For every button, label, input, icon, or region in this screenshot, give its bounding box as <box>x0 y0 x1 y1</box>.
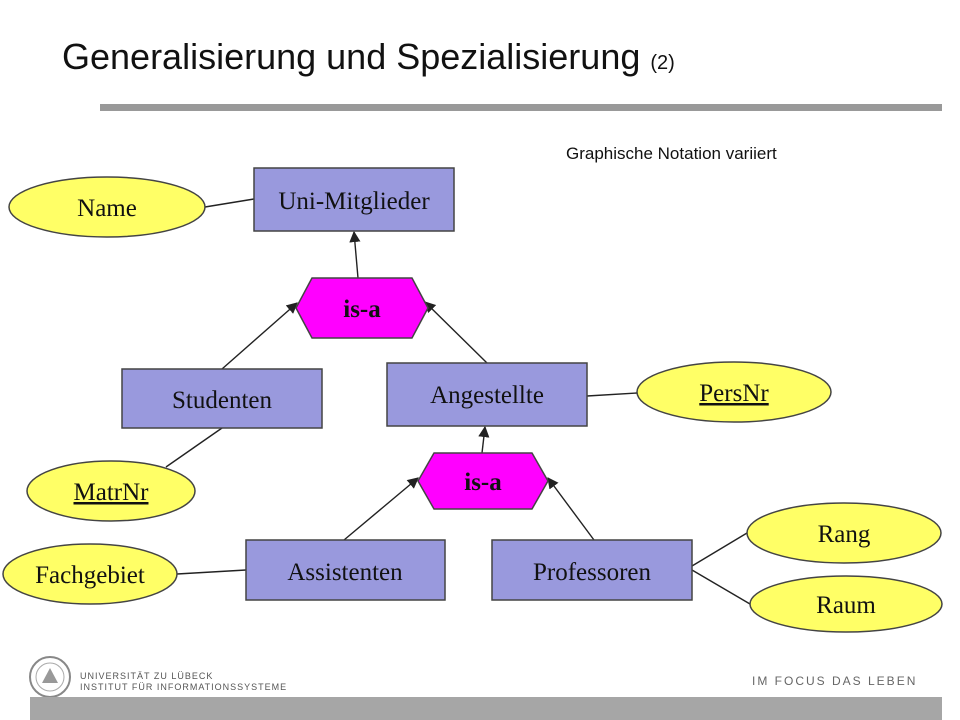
edge-professoren-raum <box>691 569 751 605</box>
attribute-fachgebiet-label: Fachgebiet <box>35 562 145 589</box>
entity-professoren: Professoren <box>491 539 693 601</box>
entity-assistenten-label: Assistenten <box>287 559 403 586</box>
edge-studenten-matrnr <box>165 427 223 468</box>
edge-studenten-isa <box>221 302 298 370</box>
entity-professoren-label: Professoren <box>533 559 652 586</box>
slide-title-suffix: (2) <box>650 52 675 74</box>
notation-note: Graphische Notation variiert <box>566 144 777 163</box>
isa-bottom-label: is-a <box>464 469 502 496</box>
entity-studenten-label: Studenten <box>172 387 272 414</box>
university-name: UNIVERSITÄT ZU LÜBECK INSTITUT FÜR INFOR… <box>80 671 287 693</box>
edge-professoren-rang <box>691 532 748 567</box>
isa-node-top: is-a <box>295 277 429 339</box>
title-rule <box>100 104 942 111</box>
edge-assistenten-fachgebiet <box>176 569 247 575</box>
attribute-name-label: Name <box>77 195 137 222</box>
university-seal-logo <box>29 656 71 698</box>
university-line1: UNIVERSITÄT ZU LÜBECK <box>80 671 214 681</box>
attribute-rang-label: Rang <box>818 521 871 548</box>
attribute-name: Name <box>8 176 206 238</box>
footer-bar <box>30 697 942 720</box>
edge-isa-unimitglieder <box>349 230 361 279</box>
attribute-persnr: PersNr <box>636 361 832 423</box>
slide-title-main: Generalisierung und Spezialisierung <box>62 36 641 77</box>
attribute-raum-label: Raum <box>816 592 876 619</box>
entity-uni-mitglieder-label: Uni-Mitglieder <box>278 188 430 215</box>
attribute-matrnr-label: MatrNr <box>74 479 150 506</box>
edge-assistenten-isa2 <box>343 477 419 541</box>
isa-top-label: is-a <box>343 296 381 323</box>
edge-angestellte-isa <box>424 301 488 364</box>
edge-angestellte-persnr <box>586 392 638 397</box>
footer-slogan: IM FOCUS DAS LEBEN <box>752 674 918 688</box>
attribute-matrnr: MatrNr <box>26 460 196 522</box>
attribute-raum: Raum <box>749 575 943 633</box>
slide-title: Generalisierung und Spezialisierung (2) <box>62 36 675 78</box>
attribute-rang: Rang <box>746 502 942 564</box>
entity-angestellte: Angestellte <box>386 362 588 427</box>
university-line2: INSTITUT FÜR INFORMATIONSSYSTEME <box>80 682 288 692</box>
isa-node-bottom: is-a <box>417 452 549 510</box>
entity-assistenten: Assistenten <box>245 539 446 601</box>
attribute-fachgebiet: Fachgebiet <box>2 543 178 605</box>
edge-name-unimitglieder <box>204 198 255 208</box>
edge-isa2-angestellte <box>478 425 490 454</box>
entity-angestellte-label: Angestellte <box>430 382 544 409</box>
edge-professoren-isa2 <box>547 477 595 541</box>
entity-studenten: Studenten <box>121 368 323 429</box>
entity-uni-mitglieder: Uni-Mitglieder <box>253 167 455 232</box>
attribute-persnr-label: PersNr <box>699 380 769 407</box>
